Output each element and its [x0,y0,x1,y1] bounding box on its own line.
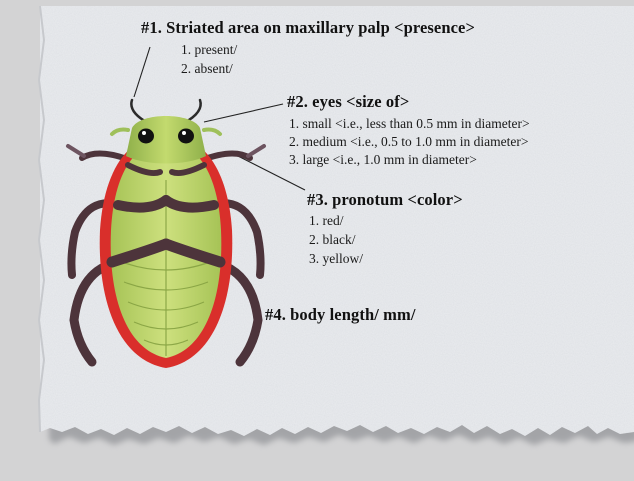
character-2-option-1: 1. small <i.e., less than 0.5 mm in diam… [289,116,530,132]
character-2-option-2: 2. medium <i.e., 0.5 to 1.0 mm in diamet… [289,134,528,150]
character-1-title: #1. Striated area on maxillary palp <pre… [141,18,475,38]
character-3-option-2: 2. black/ [309,232,356,248]
character-1-option-1: 1. present/ [181,42,237,58]
character-3-title: #3. pronotum <color> [307,190,463,210]
character-2-option-3: 3. large <i.e., 1.0 mm in diameter> [289,152,477,168]
character-2-title: #2. eyes <size of> [287,92,409,112]
character-3-option-1: 1. red/ [309,213,344,229]
character-4-title: #4. body length/ mm/ [265,305,416,325]
character-3-option-3: 3. yellow/ [309,251,363,267]
character-1-option-2: 2. absent/ [181,61,233,77]
